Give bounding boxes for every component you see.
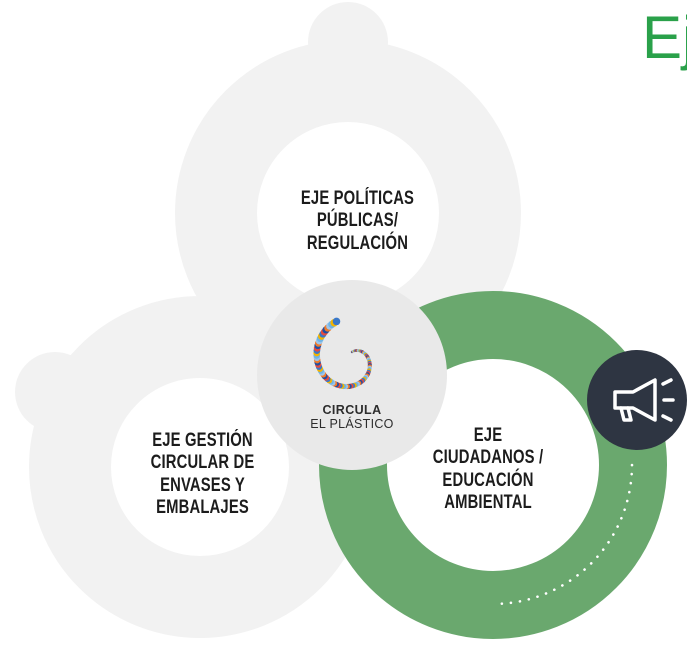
label-left-line: ENVASES Y bbox=[160, 474, 245, 496]
megaphone-badge[interactable] bbox=[587, 350, 687, 450]
label-top-line: PÚBLICAS/ bbox=[316, 210, 399, 232]
label-right-line: EDUCACIÓN bbox=[442, 469, 534, 491]
dot-spiral-icon bbox=[313, 317, 372, 390]
label-right-line: CIUDADANOS / bbox=[432, 447, 544, 469]
label-top-line: EJE POLÍTICAS bbox=[300, 188, 415, 209]
logo-wordmark: CIRCULA EL PLÁSTICO bbox=[290, 403, 414, 432]
label-left-line: EMBALAJES bbox=[156, 497, 249, 519]
center-logo-circle bbox=[257, 280, 447, 470]
label-left-line: CIRCULAR DE bbox=[150, 452, 255, 474]
label-top-axis: EJE POLÍTICAS PÚBLICAS/ REGULACIÓN bbox=[278, 188, 438, 255]
logo-line-2: EL PLÁSTICO bbox=[310, 416, 394, 431]
label-left-axis: EJE GESTIÓN CIRCULAR DE ENVASES Y EMBALA… bbox=[123, 430, 283, 520]
page-title-fragment: Ej bbox=[642, 4, 687, 71]
label-right-axis: EJE CIUDADANOS / EDUCACIÓN AMBIENTAL bbox=[410, 425, 566, 515]
spiral-dot bbox=[332, 317, 341, 326]
label-top-line: REGULACIÓN bbox=[306, 232, 409, 254]
badge-circle bbox=[587, 350, 687, 450]
logo-line-1: CIRCULA bbox=[322, 403, 382, 417]
label-right-line: AMBIENTAL bbox=[444, 492, 532, 514]
label-right-line: EJE bbox=[473, 425, 503, 446]
dotted-progress-arc bbox=[491, 463, 634, 606]
megaphone-icon bbox=[613, 378, 675, 422]
label-left-line: EJE GESTIÓN bbox=[152, 430, 253, 451]
